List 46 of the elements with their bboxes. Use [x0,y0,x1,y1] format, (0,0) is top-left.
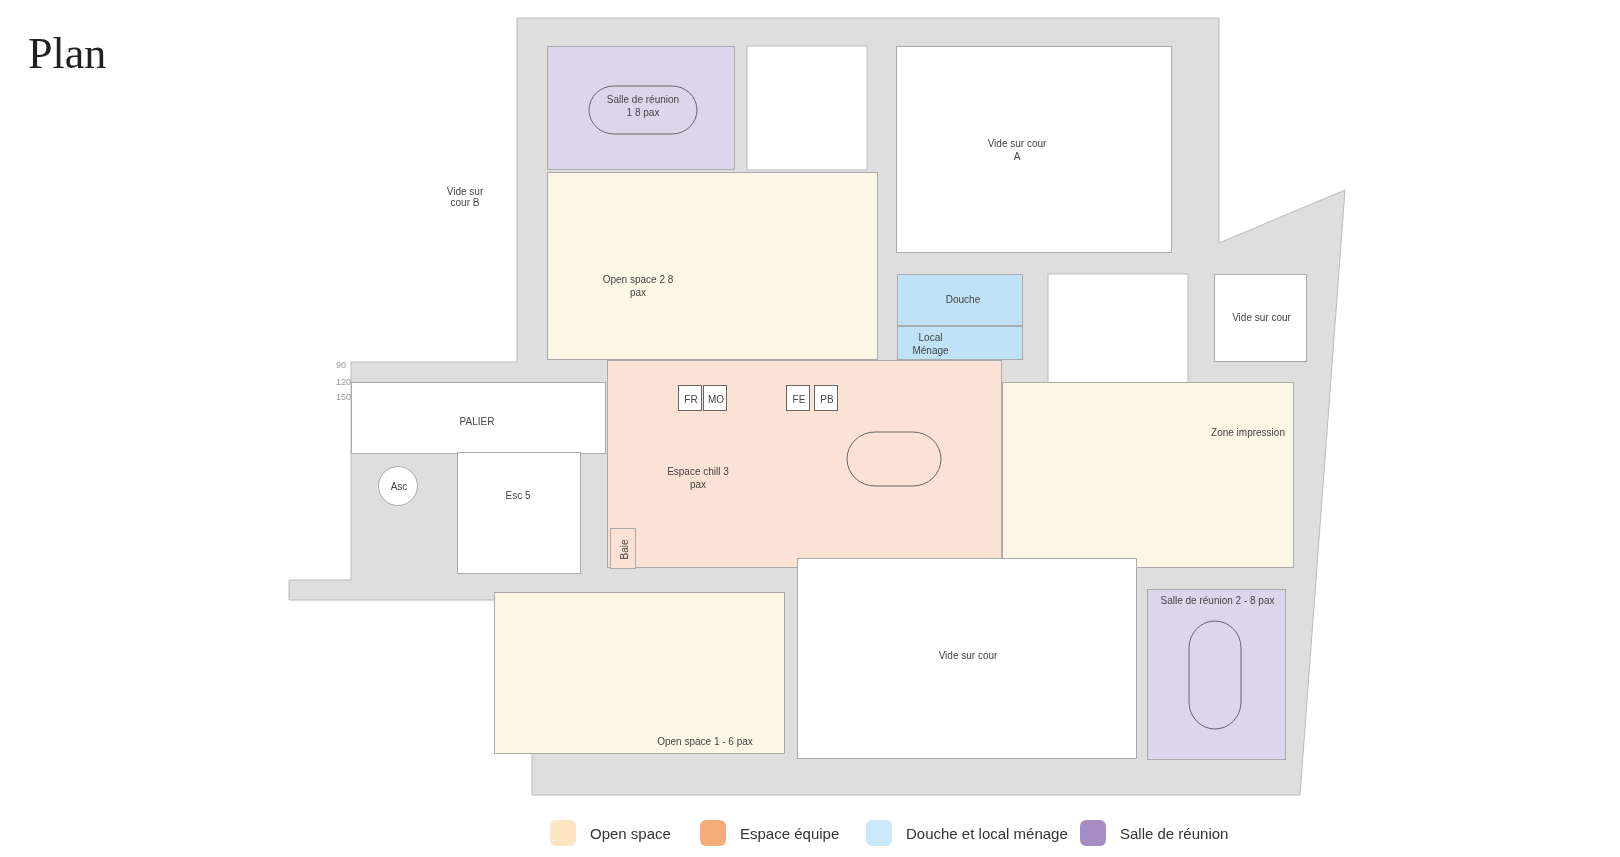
room-label: Baie [617,538,631,562]
room-label: Douche [944,293,982,306]
legend-label: Douche et local ménage [906,824,1068,842]
open-space-area [1002,382,1294,568]
dimension-label: 120 [336,377,353,387]
shower-room [897,274,1023,326]
bay-cabinet [610,528,636,569]
appliance-slot [814,385,838,411]
room-label: Open space 2 8 pax [601,273,675,299]
appliance-slot [678,385,702,411]
appliance-slot [703,385,727,411]
courtyard-void [797,558,1137,759]
staircase-area [457,452,581,574]
dimension-label: 150 [336,392,353,402]
legend-label: Espace équipe [740,824,840,842]
room-label: FR [683,393,699,406]
room-label: PB [819,393,835,406]
legend-label: Salle de réunion [1120,824,1229,842]
void-label: Vide sur cour B [445,186,485,208]
room-label: Vide sur cour [937,649,999,662]
room-label: PALIER [458,415,496,428]
room-label: Local Ménage [911,331,950,357]
dimension-label: 90 [336,360,347,370]
open-space-area [547,172,878,360]
room-label: Salle de réunion 1 8 pax [605,93,681,119]
courtyard-void [1214,274,1307,362]
room-label: MO [706,393,726,406]
legend-label: Open space [590,824,671,842]
room-label: Zone impression [1210,426,1286,439]
room-label: Open space 1 - 6 pax [656,735,754,748]
plan-title: Plan [28,28,107,79]
meeting-room [1147,589,1286,760]
meeting-room [547,46,735,170]
room-label: Espace chill 3 pax [666,465,730,491]
room-label: FE [791,393,807,406]
room-label: Vide sur cour A [987,137,1047,163]
team-lounge-area [607,360,1002,568]
courtyard-void [896,46,1172,253]
appliance-slot [786,385,810,411]
room-label: Esc 5 [504,489,532,502]
room-label: Salle de réunion 2 - 8 pax [1159,594,1276,607]
room-label: Asc [389,480,409,493]
landing-area [351,382,606,454]
cleaning-room [897,326,1023,360]
room-label: Vide sur cour [1231,311,1292,324]
open-space-area [494,592,785,754]
